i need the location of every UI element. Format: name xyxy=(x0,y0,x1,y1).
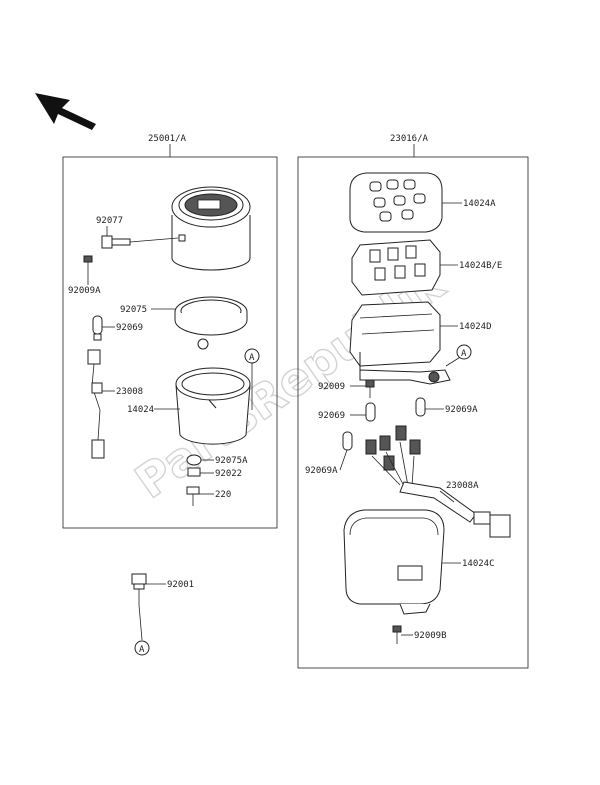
label-92009A-left[interactable]: 92009A xyxy=(68,286,101,296)
meter-assembly[interactable] xyxy=(171,186,251,271)
screw-92009A-left[interactable] xyxy=(83,255,93,270)
harness-23008[interactable] xyxy=(87,349,105,459)
screw-92077[interactable] xyxy=(101,235,131,249)
trim-ring-92075[interactable] xyxy=(174,296,248,350)
label-92001[interactable]: 92001 xyxy=(167,580,194,590)
bulb-92069A-left[interactable] xyxy=(342,431,353,451)
ref-a-left-bottom[interactable]: A xyxy=(134,640,150,656)
ref-a-left-top[interactable]: A xyxy=(244,348,260,364)
screw-220[interactable] xyxy=(186,486,200,506)
label-92022[interactable]: 92022 xyxy=(215,469,242,479)
svg-text:A: A xyxy=(461,349,467,359)
screw-92009B[interactable] xyxy=(392,625,402,644)
label-92077[interactable]: 92077 xyxy=(96,216,123,226)
bolt-92001[interactable] xyxy=(131,573,147,605)
direction-arrow-icon xyxy=(35,93,96,130)
label-92069A-left[interactable]: 92069A xyxy=(305,466,338,476)
label-92009[interactable]: 92009 xyxy=(318,382,345,392)
label-23008A[interactable]: 23008A xyxy=(446,481,479,491)
ref-a-right[interactable]: A xyxy=(456,344,472,360)
svg-text:A: A xyxy=(139,645,145,655)
meter-case-14024[interactable] xyxy=(175,367,251,445)
label-14024A[interactable]: 14024A xyxy=(463,199,496,209)
group-label-right[interactable]: 23016/A xyxy=(390,134,429,144)
screw-92009[interactable] xyxy=(365,379,375,398)
collar-92022[interactable] xyxy=(187,467,201,477)
label-92075A[interactable]: 92075A xyxy=(215,456,248,466)
label-92009B[interactable]: 92009B xyxy=(414,631,447,641)
label-14024BE[interactable]: 14024B/E xyxy=(459,261,502,271)
housing-14024C[interactable] xyxy=(343,509,445,615)
bulb-92069-left[interactable] xyxy=(92,315,103,341)
bulb-92069A-right[interactable] xyxy=(415,397,426,417)
label-92069-left[interactable]: 92069 xyxy=(116,323,143,333)
right-group-box xyxy=(297,156,529,669)
cover-14024A[interactable] xyxy=(349,172,443,233)
label-14024C[interactable]: 14024C xyxy=(462,559,495,569)
grommet-92075A[interactable] xyxy=(186,454,202,466)
label-92075[interactable]: 92075 xyxy=(120,305,147,315)
label-14024D[interactable]: 14024D xyxy=(459,322,492,332)
label-220[interactable]: 220 xyxy=(215,490,231,500)
group-label-left[interactable]: 25001/A xyxy=(148,134,187,144)
bulb-92069-right[interactable] xyxy=(365,402,376,422)
lens-14024BE[interactable] xyxy=(351,239,441,296)
label-92069-right[interactable]: 92069 xyxy=(318,411,345,421)
base-14024D[interactable] xyxy=(349,301,451,385)
svg-text:A: A xyxy=(249,353,255,363)
label-23008[interactable]: 23008 xyxy=(116,387,143,397)
sockets-harness-23008A[interactable] xyxy=(365,425,511,538)
label-14024[interactable]: 14024 xyxy=(127,405,154,415)
label-92069A-right[interactable]: 92069A xyxy=(445,405,478,415)
